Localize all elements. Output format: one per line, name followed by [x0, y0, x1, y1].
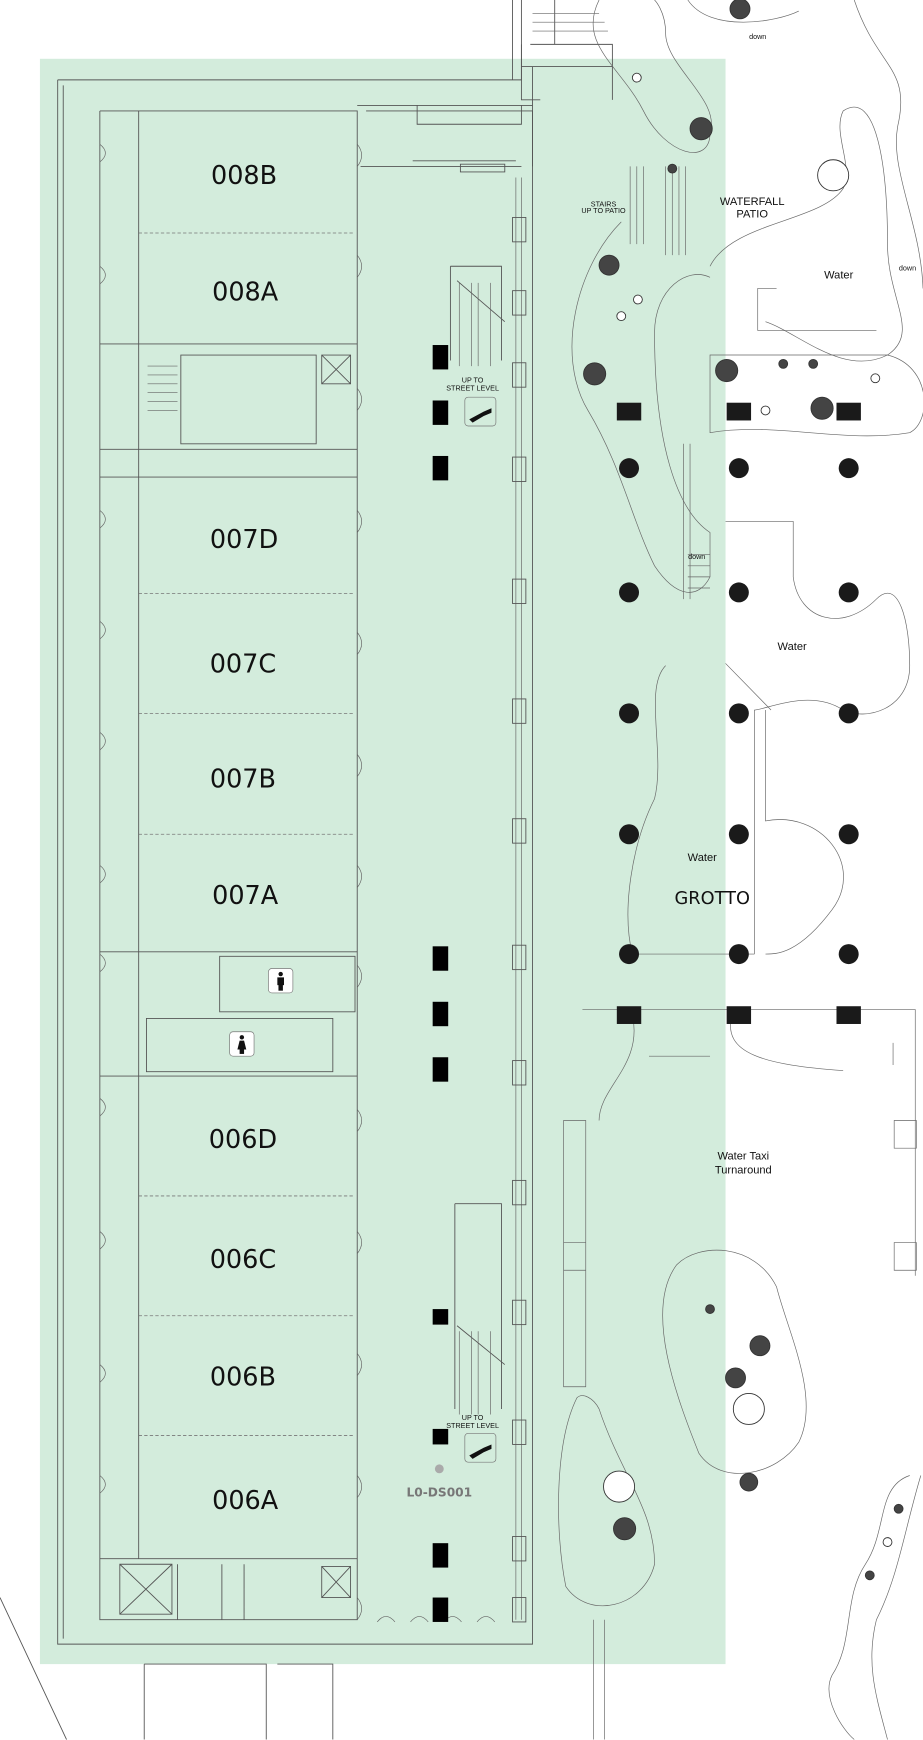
escalator-icon[interactable]	[464, 1433, 497, 1463]
escalator-label: STREET LEVEL	[446, 384, 499, 393]
mens-restroom-icon[interactable]	[268, 968, 294, 994]
water-taxi-label[interactable]: Water Taxi	[717, 1150, 769, 1162]
waterfall-patio-label[interactable]: WATERFALL	[720, 196, 785, 208]
area-labels: WATERFALL PATIO Water Water Water GROTTO…	[581, 32, 916, 1177]
room-007C[interactable]: 007C	[210, 649, 276, 679]
escalator-north	[449, 265, 506, 367]
womens-restroom-icon[interactable]	[229, 1031, 255, 1057]
room-008B[interactable]: 008B	[211, 161, 277, 191]
room-007A[interactable]: 007A	[212, 881, 279, 911]
kiosk-location-dot[interactable]	[434, 1464, 444, 1474]
highlighted-area	[39, 58, 726, 1665]
room-dividers	[0, 110, 358, 1740]
kiosk-id-label: L0-DS001	[407, 1486, 473, 1500]
landscape-outlines	[558, 0, 923, 1740]
room-008A[interactable]: 008A	[212, 278, 279, 308]
room-006D[interactable]: 006D	[209, 1125, 277, 1155]
escalator-label: STREET LEVEL	[446, 1421, 499, 1430]
tree-icons	[583, 0, 904, 1581]
room-006B[interactable]: 006B	[210, 1363, 276, 1393]
down-label: down	[688, 552, 705, 561]
escalator-icon[interactable]	[464, 396, 497, 427]
room-labels: 008B 008A 007D 007C 007B 007A 006D 006C …	[209, 161, 279, 1516]
water-label: Water	[688, 852, 717, 864]
escalator-south	[454, 1203, 506, 1415]
stairs-label: STAIRS	[591, 199, 617, 208]
room-006A[interactable]: 006A	[212, 1486, 279, 1516]
grotto-label[interactable]: GROTTO	[675, 889, 750, 909]
waterfall-patio-label: PATIO	[736, 208, 768, 220]
stairs-label: UP TO PATIO	[581, 206, 626, 215]
corridor-pillars	[432, 345, 449, 1622]
water-label: Water	[824, 269, 853, 281]
room-007B[interactable]: 007B	[210, 765, 276, 795]
down-label: down	[899, 264, 916, 273]
down-label: down	[749, 32, 766, 41]
corridor-columns	[512, 216, 527, 1623]
water-label: Water	[778, 641, 807, 653]
room-006C[interactable]: 006C	[210, 1245, 276, 1275]
water-taxi-label: Turnaround	[715, 1165, 772, 1177]
escalator-label: UP TO	[462, 376, 484, 385]
structural-columns	[616, 402, 861, 1024]
escalator-label: UP TO	[462, 1413, 484, 1422]
building-walls	[57, 0, 613, 1645]
room-007D[interactable]: 007D	[210, 525, 278, 555]
